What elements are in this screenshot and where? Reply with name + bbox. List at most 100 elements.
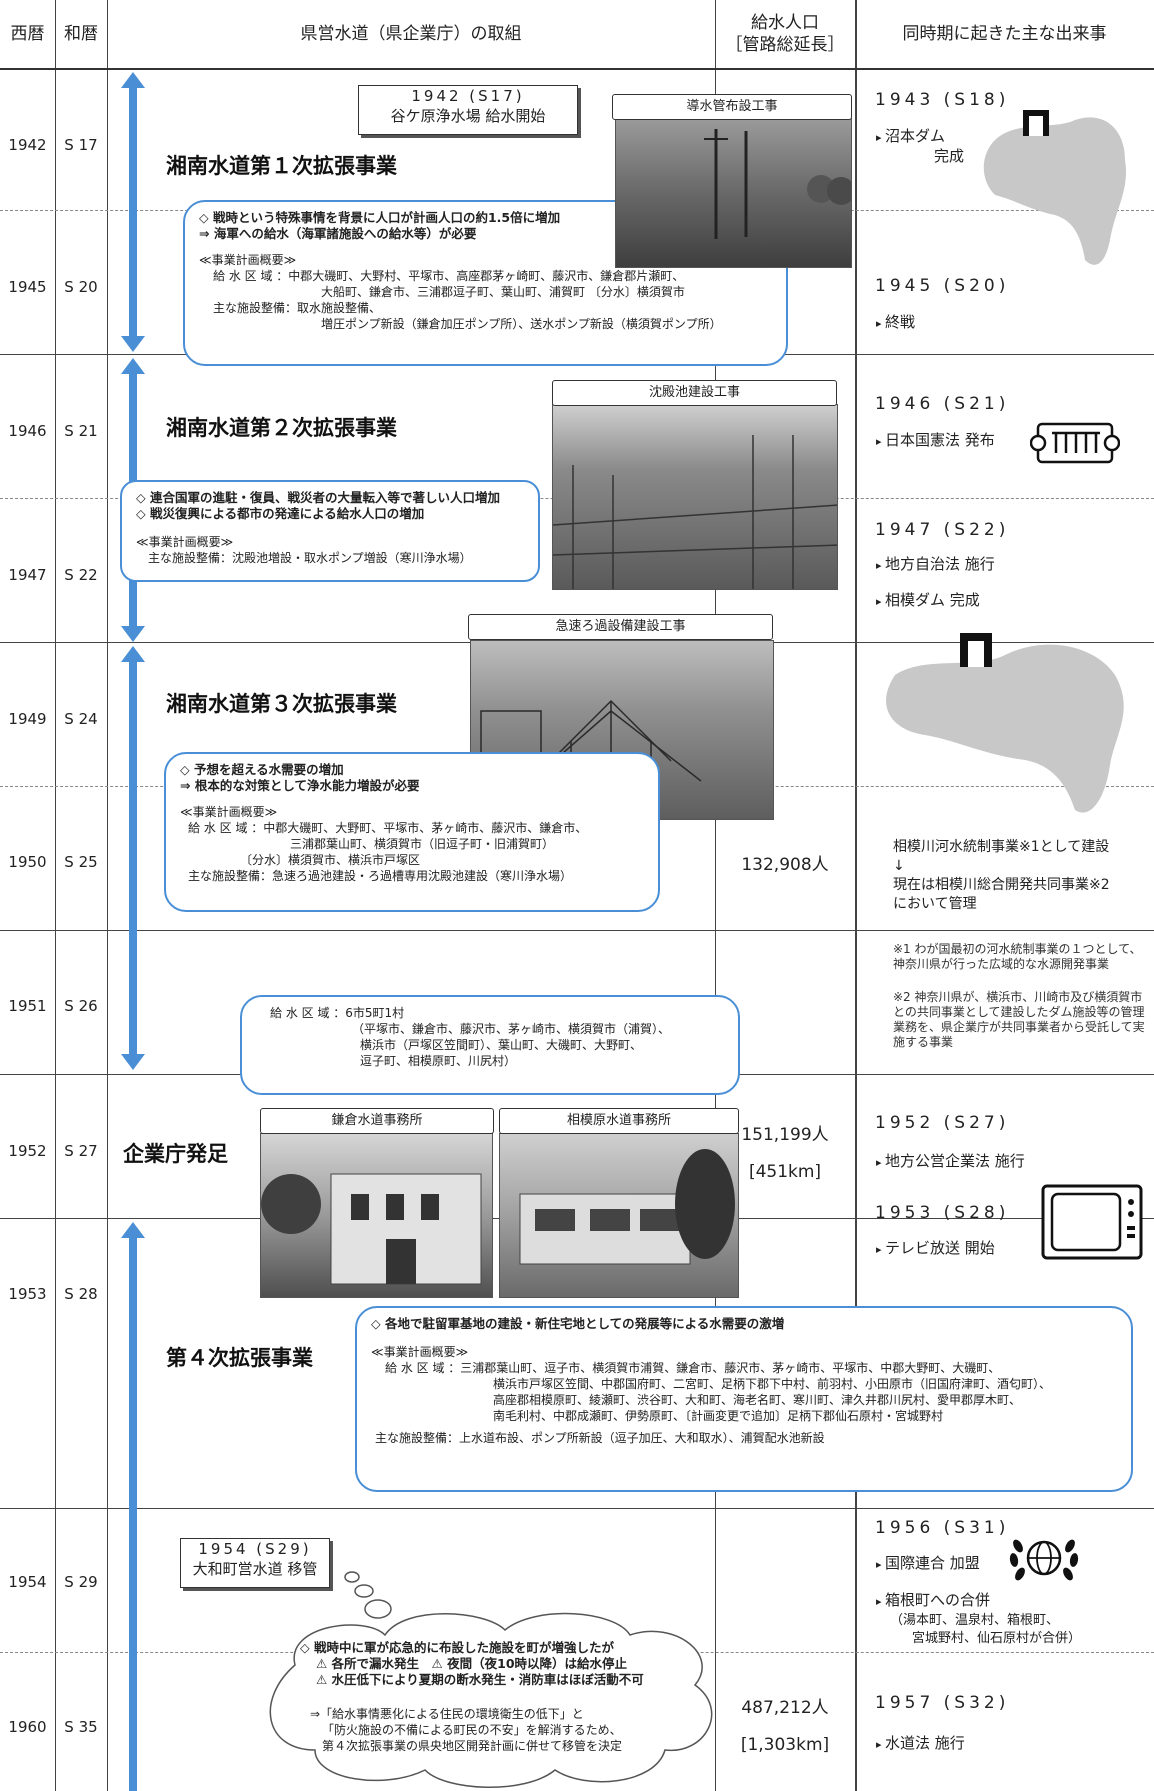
photo-illustration [553, 435, 837, 589]
p3-line: ⇒ 根本的な対策として浄水能力増設が必要 [180, 778, 420, 793]
area-line: 逗子町、相模原町、川尻村） [360, 1054, 517, 1068]
milestone-1954: 1954 (S29) 大和町営水道 移管 [180, 1538, 330, 1588]
photo-kamakura-office [260, 1133, 493, 1298]
p2-line: ◇ 戦災復興による都市の発達による給水人口の増加 [136, 506, 425, 521]
p2-line: ≪事業計画概要≫ [136, 535, 234, 549]
population-1952: 151,199人 [741, 1125, 829, 1145]
era-cell: S 20 [64, 278, 98, 296]
event-item: 相模ダム 完成 [876, 590, 980, 612]
era-cell: S 25 [64, 853, 98, 871]
milestone-text: 大和町営水道 移管 [192, 1560, 318, 1578]
cloud-line: ⇒「給水事情悪化による住民の環境衛生の低下」と [310, 1707, 584, 1721]
p3-line: ◇ 予想を超える水需要の増加 [180, 762, 344, 777]
p1-line: 給 水 区 域 ：中郡大磯町、大野村、平塚市、高座郡茅ヶ崎町、藤沢市、鎌倉郡片瀬… [213, 269, 685, 283]
cloud-line: 第４次拡張事業の県央地区開発計画に併せて移管を決定 [322, 1739, 623, 1753]
photo-pipe-laying [615, 118, 852, 268]
un-emblem-icon [1009, 1539, 1079, 1581]
dam-line: 現在は相模川総合開発共同事業※2 [893, 877, 1110, 893]
photo-sedimentation [552, 404, 838, 590]
header-program: 県営水道（県企業庁）の取組 [107, 0, 715, 70]
footnote-1: ※1 わが国最初の河水統制事業の１つとして、神奈川県が行った広域的な水源開発事業 [893, 942, 1142, 971]
agency-title: 企業庁発足 [123, 1142, 228, 1166]
project-3-bubble: ◇ 予想を超える水需要の増加 ⇒ 根本的な対策として浄水能力増設が必要 ≪事業計… [164, 752, 660, 912]
p2-line: 主な施設整備：沈殿池増設・取水ポンプ増設（寒川浄水場） [148, 551, 472, 565]
cloud-line: ◇ 戦時中に軍が応急的に布設した施設を町が増強したが [300, 1640, 614, 1655]
population-1950: 132,908人 [741, 855, 829, 875]
cloud-text: ◇ 戦時中に軍が応急的に布設した施設を町が増強したが ⚠ 各所で漏水発生 ⚠ 夜… [300, 1640, 720, 1754]
photo-illustration [704, 129, 851, 239]
era-cell: S 26 [64, 997, 98, 1015]
constitution-scroll-icon [1030, 422, 1120, 464]
col-divider [107, 0, 108, 1791]
p3-line: 給 水 区 域 ：中郡大磯町、大野町、平塚市、茅ヶ崎市、藤沢市、鎌倉市、 [188, 821, 588, 835]
year-cell: 1950 [8, 853, 47, 871]
supply-area-bubble: 給 水 区 域 ：6市5町1村 （平塚市、鎌倉市、藤沢市、茅ヶ崎市、横須賀市（浦… [240, 995, 740, 1095]
milestone-1942: 1942 (S17) 谷ケ原浄水場 給水開始 [358, 85, 578, 135]
event-year: 1953 (S28) [875, 1203, 1010, 1223]
timeline-arrow [129, 660, 137, 1056]
arrow-up-icon [121, 72, 145, 88]
arrow-down-icon [121, 336, 145, 352]
thought-dots-icon [344, 1571, 392, 1619]
year-cell: 1960 [8, 1718, 47, 1736]
era-cell: S 17 [64, 136, 98, 154]
project-1-title: 湘南水道第１次拡張事業 [166, 154, 397, 178]
event-item: 水道法 施行 [876, 1733, 965, 1755]
project-2-title: 湘南水道第２次拡張事業 [166, 416, 397, 440]
p1-line: 大船町、鎌倉市、三浦郡逗子町、葉山町、浦賀町 〔分水〕横須賀市 [321, 285, 685, 299]
event-item: 日本国憲法 発布 [876, 430, 995, 452]
p4-line: 給 水 区 域 ：三浦郡葉山町、逗子市、横須賀市浦賀、鎌倉市、藤沢市、茅ヶ崎市、… [385, 1361, 1001, 1375]
p4-line: 横浜市戸塚区笠間、中郡国府町、二宮町、足柄下郡下中村、前羽村、小田原市（旧国府津… [493, 1377, 1052, 1391]
event-item: 終戦 [876, 312, 915, 334]
header-pipe-label: ［管路総延長］ [725, 35, 845, 55]
photo-caption-3: 急速ろ過設備建設工事 [468, 614, 773, 640]
cloud-shape [269, 1612, 713, 1789]
header-era: 和暦 [55, 0, 107, 70]
era-cell: S 21 [64, 422, 98, 440]
era-cell: S 35 [64, 1718, 98, 1736]
dam-line: ↓ [893, 858, 905, 874]
row-divider [0, 930, 1154, 931]
photo-illustration [519, 1149, 735, 1265]
event-item: 地方自治法 施行 [876, 554, 995, 576]
header-population: 給水人口 ［管路総延長］ [715, 0, 855, 70]
photo-caption-5: 相模原水道事務所 [499, 1108, 739, 1134]
event-item: 沼本ダム [876, 126, 945, 148]
photo-caption-4: 鎌倉水道事務所 [260, 1108, 494, 1134]
p2-line: ◇ 連合国軍の進駐・復員、戦災者の大量転入等で著しい人口増加 [136, 490, 500, 505]
era-cell: S 24 [64, 710, 98, 728]
year-cell: 1946 [8, 422, 47, 440]
kanagawa-map-icon [886, 633, 1124, 813]
year-cell: 1952 [8, 1142, 47, 1160]
arrow-up-icon [121, 646, 145, 662]
cloud-line: 「防火施設の不備による町民の不安」を解消するため、 [322, 1723, 622, 1737]
year-cell: 1947 [8, 566, 47, 584]
cloud-line: ⚠ 各所で漏水発生 ⚠ 夜間（夜10時以降）は給水停止 [316, 1656, 628, 1671]
p3-line: 〔分水〕横須賀市、横浜市戸塚区 [240, 853, 421, 867]
arrow-down-icon [121, 626, 145, 642]
year-cell: 1942 [8, 136, 47, 154]
era-cell: S 27 [64, 1142, 98, 1160]
col-divider [715, 0, 716, 1791]
photo-caption-2: 沈殿池建設工事 [552, 380, 837, 406]
year-cell: 1949 [8, 710, 47, 728]
kanagawa-map-icon [983, 110, 1127, 265]
project-1-bubble: ◇ 戦時という特殊事情を背景に人口が計画人口の約1.5倍に増加 ⇒ 海軍への給水… [183, 200, 788, 366]
television-icon [1041, 1184, 1143, 1260]
row-divider [0, 1508, 1154, 1509]
p1-line: 増圧ポンプ新設（鎌倉加圧ポンプ所）、送水ポンプ新設（横須賀ポンプ所） [321, 317, 722, 331]
dam-line: において管理 [893, 896, 977, 912]
header-events: 同時期に起きた主な出来事 [855, 0, 1154, 70]
p1-line: 主な施設整備：取水施設整備、 [213, 301, 382, 315]
area-line: 給 水 区 域 ：6市5町1村 [270, 1006, 405, 1020]
photo-caption-1: 導水管布設工事 [612, 94, 852, 120]
project-3-title: 湘南水道第３次拡張事業 [166, 692, 397, 716]
dam-note: 相模川河水統制事業※1として建設 ↓ 現在は相模川総合開発共同事業※2 において… [893, 838, 1148, 914]
p4-line: ◇ 各地で駐留軍基地の建設・新住宅地としての発展等による水需要の激増 [371, 1316, 785, 1331]
timeline-arrow [129, 86, 137, 338]
event-year: 1946 (S21) [875, 394, 1010, 414]
p1-line: ≪事業計画概要≫ [199, 253, 297, 267]
project-4-title: 第４次拡張事業 [166, 1346, 313, 1370]
p3-line: 主な施設整備：急速ろ過池建設・ろ過槽専用沈殿池建設（寒川浄水場） [188, 869, 573, 883]
p1-line: ◇ 戦時という特殊事情を背景に人口が計画人口の約1.5倍に増加 [199, 210, 561, 225]
